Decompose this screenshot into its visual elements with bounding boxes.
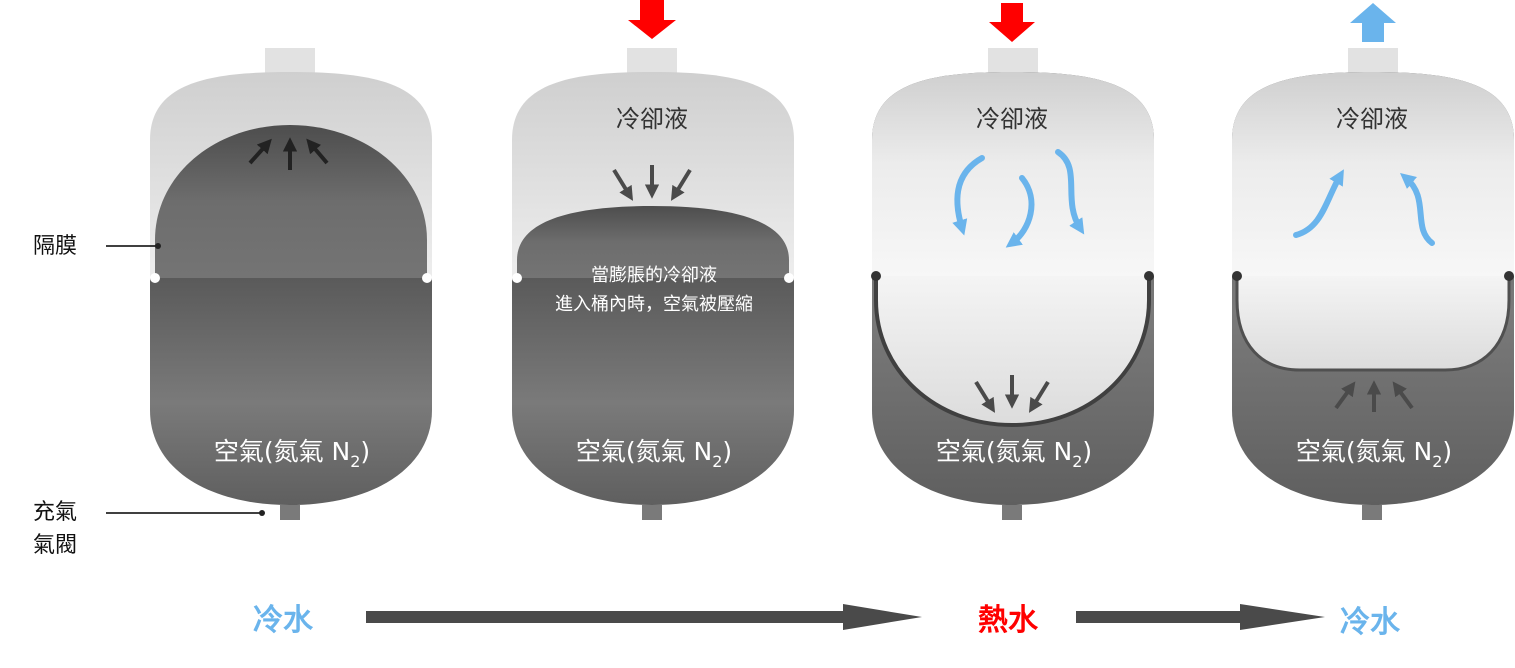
diaphragm-clip-left — [871, 271, 881, 281]
diaphragm-clip-right — [422, 273, 432, 283]
diaphragm-bubble — [876, 276, 1149, 425]
note-line-2: 進入桶內時，空氣被壓縮 — [555, 294, 753, 315]
diaphragm-label: 隔膜 — [33, 234, 77, 259]
coolant-label: 冷卻液 — [976, 105, 1048, 133]
flow-arrow-icon — [1076, 604, 1325, 630]
pressure-arrows-up — [248, 137, 329, 170]
valve-label-line-1: 充氣 — [33, 500, 77, 525]
air-label: 空氣(氮氣 N2) — [936, 437, 1092, 471]
tank-2: 冷卻液 當膨脹的冷卻液 進入桶內時，空氣被壓縮 空氣(氮氣 N2) — [512, 0, 794, 520]
stage-1-label: 冷水 — [253, 603, 314, 638]
diaphragm-clip-left — [512, 273, 522, 283]
diaphragm-dome — [155, 125, 427, 278]
charge-valve — [642, 505, 662, 520]
flow-arrow-icon — [366, 604, 922, 630]
tank-4: 冷卻液 空氣(氮氣 N2) — [1232, 3, 1514, 520]
diaphragm-callout: 隔膜 — [33, 234, 161, 259]
valve-callout: 充氣 氣閥 — [33, 500, 265, 558]
pressure-arrows-up — [1334, 380, 1414, 412]
outflow-arrow-icon — [1350, 3, 1396, 42]
diaphragm-edge — [1235, 276, 1511, 372]
tank-top-coolant — [1232, 72, 1514, 276]
diaphragm-clip-left — [150, 273, 160, 283]
inflow-arrow-icon — [628, 0, 676, 39]
air-label: 空氣(氮氣 N2) — [1296, 437, 1452, 471]
diaphragm-clip-right — [1504, 271, 1514, 281]
air-label: 空氣(氮氣 N2) — [576, 437, 732, 471]
swirl-arrows — [952, 149, 1085, 248]
pressure-arrows-down — [974, 375, 1050, 413]
diaphragm-clip-right — [1144, 271, 1154, 281]
charge-valve — [1002, 505, 1022, 520]
air-chamber — [150, 278, 432, 505]
pressure-arrows-down — [612, 165, 692, 201]
tank-1: 空氣(氮氣 N2) — [150, 48, 432, 520]
inflow-arrow-icon — [989, 3, 1035, 42]
note-line-1: 當膨脹的冷卻液 — [591, 265, 717, 286]
diaphragm-bubble — [1237, 276, 1509, 370]
charge-valve — [280, 505, 300, 520]
diaphragm-clip-right — [784, 273, 794, 283]
air-chamber — [512, 278, 794, 505]
rising-arrows — [1293, 169, 1435, 246]
diaphragm-edge — [874, 276, 1151, 428]
charge-valve — [1362, 505, 1382, 520]
coolant-label: 冷卻液 — [1336, 105, 1408, 133]
air-label: 空氣(氮氣 N2) — [214, 437, 370, 471]
stage-2-label: 熱水 — [978, 603, 1039, 638]
tank-3: 冷卻液 空氣(氮氣 N2) — [871, 3, 1154, 520]
diaphragm-dome — [517, 206, 789, 278]
stage-3-label: 冷水 — [1340, 605, 1401, 640]
coolant-label: 冷卻液 — [616, 105, 688, 133]
valve-label-line-2: 氣閥 — [33, 533, 77, 558]
diaphragm-clip-left — [1232, 271, 1242, 281]
